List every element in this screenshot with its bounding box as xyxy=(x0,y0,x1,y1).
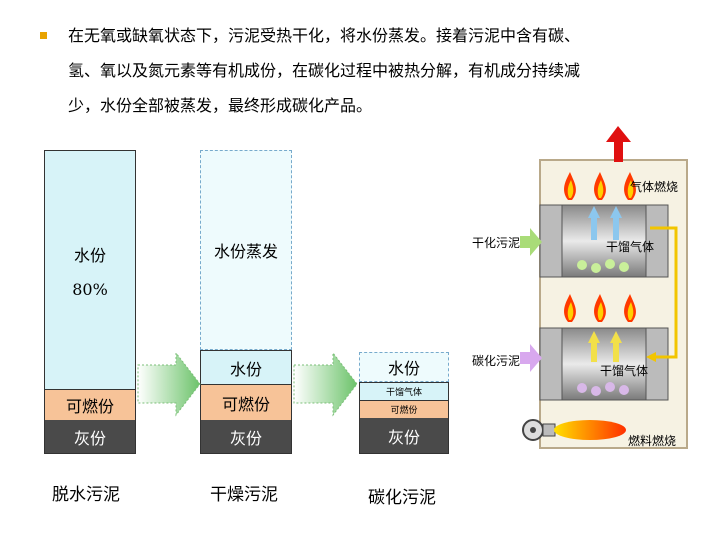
exhaust-arrow-icon xyxy=(606,126,631,162)
gas-burn-label: 气体燃烧 xyxy=(630,180,679,194)
dried-sludge-inlet-label: 干化污泥 xyxy=(472,236,521,250)
carbonization-furnace xyxy=(520,126,688,449)
carbonized-sludge-inlet-label: 碳化污泥 xyxy=(472,354,521,368)
arrow-1-icon xyxy=(137,351,201,417)
dewatered-sludge-caption: 脱水污泥 xyxy=(52,485,120,505)
combustible-segment: 可燃份 xyxy=(360,400,448,418)
burner-icon xyxy=(522,419,626,441)
distillation-gas-top-label: 干馏气体 xyxy=(606,240,655,254)
water-segment: 水份 80% xyxy=(45,151,135,389)
combustible-segment: 可燃份 xyxy=(45,389,135,420)
ash-segment: 灰份 xyxy=(45,420,135,453)
dried-sludge-inlet-arrow-icon xyxy=(520,228,542,256)
lower-drum xyxy=(539,327,669,401)
dried-sludge-column: 水份 可燃份 灰份 xyxy=(200,350,292,454)
carbonized-sludge-inlet-arrow-icon xyxy=(520,344,542,372)
paragraph-line-1: 在无氧或缺氧状态下，污泥受热干化，将水份蒸发。接着污泥中含有碳、 xyxy=(68,26,581,45)
paragraph-line-2: 氢、氧以及氮元素等有机成份，在碳化过程中被热分解，有机成分持续减 xyxy=(68,61,581,80)
water-label: 水份 xyxy=(73,245,106,265)
description-paragraph: 在无氧或缺氧状态下，污泥受热干化，将水份蒸发。接着污泥中含有碳、 氢、氧以及氮元… xyxy=(40,18,680,123)
water-segment: 水份 xyxy=(201,351,291,384)
gas-segment: 干馏气体 xyxy=(360,383,448,400)
arrow-2-icon xyxy=(293,351,358,417)
combustible-segment: 可燃份 xyxy=(201,384,291,420)
distillation-gas-bottom-label: 干馏气体 xyxy=(600,364,649,378)
evaporated-water-segment: 水份蒸发 xyxy=(200,150,292,350)
water-percent: 80% xyxy=(72,279,108,299)
water-segment-carbonized: 水份 xyxy=(359,352,449,382)
ash-segment: 灰份 xyxy=(360,418,448,453)
upper-drum xyxy=(539,204,669,278)
fuel-burn-label: 燃料燃烧 xyxy=(628,434,677,448)
lower-flames-icon xyxy=(564,294,636,322)
carbonized-sludge-column: 干馏气体 可燃份 灰份 xyxy=(359,382,449,454)
paragraph-line-3: 少，水份全部被蒸发，最终形成碳化产品。 xyxy=(68,96,373,115)
ash-segment: 灰份 xyxy=(201,420,291,453)
dewatered-sludge-column: 水份 80% 可燃份 灰份 xyxy=(44,150,136,454)
gas-pipe xyxy=(646,226,678,362)
upper-flames-icon xyxy=(564,172,636,200)
carbonized-sludge-caption: 碳化污泥 xyxy=(368,488,436,508)
dried-sludge-caption: 干燥污泥 xyxy=(210,485,278,505)
bullet-icon xyxy=(40,32,47,39)
